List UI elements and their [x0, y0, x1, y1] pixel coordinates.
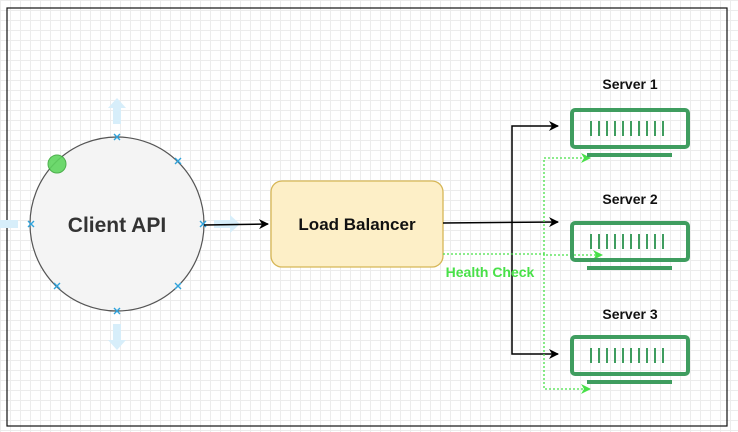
- edge-lb-to-server-1: [511, 121, 559, 222]
- connection-points[interactable]: [27, 133, 207, 315]
- arrow-down-icon: [108, 324, 126, 350]
- connection-point-icon: [113, 133, 121, 141]
- edge-lb-to-server-2: [442, 217, 559, 228]
- server-3-label: Server 3: [602, 306, 657, 322]
- health-check-label: Health Check: [446, 264, 535, 280]
- server-3-node[interactable]: Server 3: [570, 306, 690, 384]
- connection-point-icon: [199, 220, 207, 228]
- server-1-node[interactable]: Server 1: [570, 76, 690, 157]
- arrow-up-icon: [108, 98, 126, 124]
- server-icon: [570, 108, 690, 157]
- selection-handle[interactable]: [47, 154, 67, 174]
- edge-health-main: [443, 250, 603, 260]
- edge-health-server-1: [543, 153, 591, 254]
- connection-point-icon: [27, 220, 35, 228]
- server-1-label: Server 1: [602, 76, 657, 92]
- edge-lb-to-server-3: [511, 222, 559, 359]
- server-icon: [570, 221, 690, 270]
- diagram-frame: [6, 7, 728, 427]
- server-2-node[interactable]: Server 2: [570, 191, 690, 270]
- edge-health-server-3: [543, 254, 591, 394]
- server-icon: [570, 335, 690, 384]
- server-2-label: Server 2: [602, 191, 657, 207]
- connection-point-icon: [53, 282, 61, 290]
- edges-lb-to-servers[interactable]: [442, 121, 559, 359]
- load-balancer-label: Load Balancer: [298, 215, 416, 234]
- connection-point-icon: [174, 157, 182, 165]
- arrow-left-stub-icon: [0, 220, 18, 228]
- edges-health-check[interactable]: [443, 153, 603, 394]
- connection-point-icon: [113, 307, 121, 315]
- connection-point-icon: [174, 282, 182, 290]
- client-api-label: Client API: [68, 214, 166, 237]
- edge-client-to-lb[interactable]: [203, 219, 269, 230]
- load-balancer-node[interactable]: [270, 180, 444, 268]
